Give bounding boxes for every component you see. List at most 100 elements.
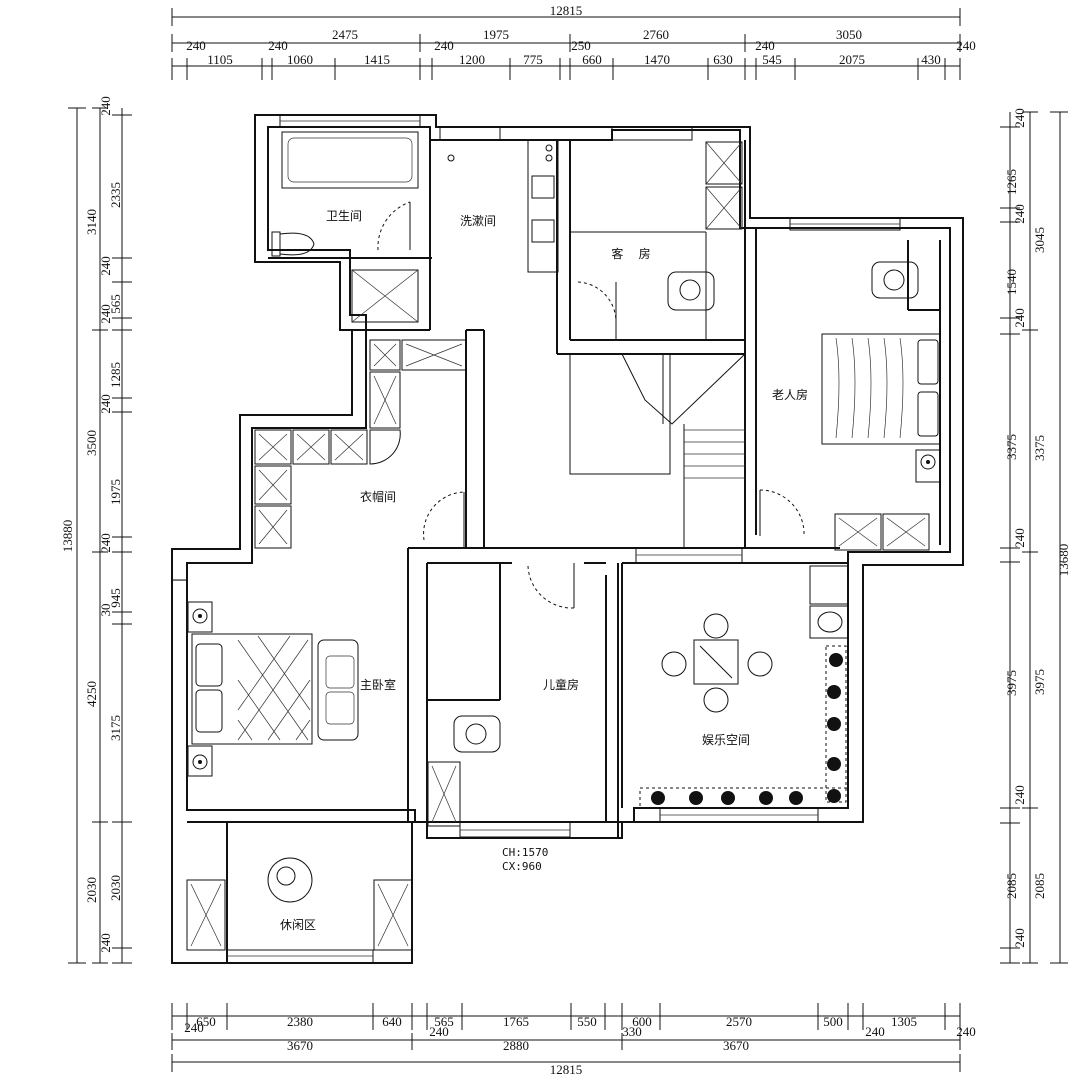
label-kids-room: 儿童房 [543,677,579,692]
cabinets [186,131,930,951]
dim-right-row2-1: 3375 [1032,435,1047,461]
dim-right-row1-5: 3375 [1004,434,1019,460]
dim-top-row3-12: 240 [755,38,775,53]
dim-top-row3-16: 240 [956,38,976,53]
dim-bottom-row1-13: 240 [429,1024,449,1039]
dim-top-row2-2: 2760 [643,27,669,42]
dim-top-row3-9: 660 [582,52,602,67]
label-elder-room: 老人房 [772,387,808,402]
doors [377,201,805,609]
dim-left-row1-1: 2335 [108,182,123,208]
bed-elder [821,333,941,445]
dim-left-row2-0: 3140 [84,209,99,235]
chair-elder [871,261,919,299]
sofa [317,639,359,741]
dim-top-row2-3: 3050 [836,27,862,42]
dim-left-row1-5: 1285 [108,362,123,388]
label-bathroom: 卫生间 [326,209,362,223]
dim-bottom-row1-5: 550 [577,1014,597,1029]
walls [171,114,964,964]
dim-bottom-row1-8: 500 [823,1014,843,1029]
dim-top-row3-14: 2075 [839,52,865,67]
dim-top-row3-6: 1200 [459,52,485,67]
dim-right-total: 13680 [1056,544,1071,577]
dim-top-row3-4: 1415 [364,52,390,67]
dim-top-row3-15: 430 [921,52,941,67]
label-guest-room: 客 房 [611,246,650,261]
dim-right-row1-8: 240 [1012,785,1027,805]
dim-right-row1-7: 3975 [1004,670,1019,696]
dim-left-row1-6: 240 [98,394,113,414]
left-dimensions: 13880 3140 3500 4250 2030 240 2335 240 5… [60,96,132,964]
dim-left-row1-13: 240 [98,933,113,953]
dim-right-row2-3: 2085 [1032,873,1047,899]
dim-top-row3-8: 250 [571,38,591,53]
dim-left-row1-2: 240 [98,256,113,276]
chair-leisure [267,857,313,903]
dim-bottom-row1-7: 2570 [726,1014,752,1029]
beds [187,333,941,777]
dim-bottom-row1-12: 330 [622,1024,642,1039]
dim-top-row2-1: 1975 [483,27,509,42]
dim-right-row2-0: 3045 [1032,227,1047,253]
cabinet-bath [351,269,419,323]
dim-top-row3-13: 545 [762,52,782,67]
dim-right-row1-10: 240 [1012,928,1027,948]
dim-left-row1-10: 30 [98,604,113,617]
bathtub [281,131,419,189]
bed-master [191,633,313,745]
plants [639,645,849,809]
label-leisure-area: 休闲区 [280,918,316,932]
dim-bottom-row1-1: 2380 [287,1014,313,1029]
dim-right-row2-2: 3975 [1032,669,1047,695]
game-table [661,613,773,713]
dim-bottom-row1-11: 240 [956,1024,976,1039]
dim-right-row1-1: 1265 [1004,169,1019,195]
dim-left-row1-8: 240 [98,533,113,553]
dim-top-row3-5: 240 [434,38,454,53]
dim-bottom-row1-3: 565 [434,1014,454,1029]
dim-left-row2-2: 4250 [84,681,99,707]
dim-left-row1-4: 240 [98,304,113,324]
chair-guest [667,271,715,311]
right-dimensions: 13680 3045 3375 3975 2085 240 1265 240 1… [1000,108,1071,964]
top-dimensions: 12815 2475 1975 2760 3050 240 1105 240 1… [171,3,976,80]
dim-bottom-row2-1: 2880 [503,1038,529,1053]
toilet [271,231,315,257]
dim-left-row1-0: 240 [98,96,113,116]
dim-top-row3-10: 1470 [644,52,670,67]
dim-left-row1-11: 3175 [108,715,123,741]
dim-bottom-row1-2: 640 [382,1014,402,1029]
room-labels: 卫生间 洗漱间 客 房 老人房 衣帽间 主卧室 儿童房 娱乐空间 休闲区 [280,209,808,932]
dim-left-row1-12: 2030 [108,875,123,901]
dim-bottom-row2-0: 3670 [287,1038,313,1053]
dim-bottom-row1-10: 1305 [891,1014,917,1029]
dim-top-row3-11: 630 [713,52,733,67]
dim-top-row2-0: 2475 [332,27,358,42]
dim-left-row2-1: 3500 [84,430,99,456]
dim-left-total: 13880 [60,520,75,553]
dim-bottom-row2-2: 3670 [723,1038,749,1053]
chair-kids [453,715,501,753]
label-master-bedroom: 主卧室 [360,677,396,692]
dim-bottom-row1-14: 240 [184,1020,204,1035]
bottom-dimensions: 650 2380 640 565 1765 550 600 2570 500 2… [171,1003,976,1077]
note-ch: CH:1570 [502,846,548,859]
note-cx: CX:960 [502,860,542,873]
dim-top-row3-7: 775 [523,52,543,67]
dim-left-row1-3: 565 [108,294,123,314]
label-entertainment: 娱乐空间 [702,733,750,747]
label-washroom: 洗漱间 [460,214,496,228]
windows [171,114,964,964]
dim-left-row1-7: 1975 [108,479,123,505]
staircase [569,353,746,548]
dim-right-row1-2: 240 [1012,204,1027,224]
dim-bottom-total: 12815 [550,1062,583,1077]
dim-right-row1-4: 240 [1012,308,1027,328]
dim-bottom-row1-9: 240 [865,1024,885,1039]
chairs [267,261,919,903]
dim-right-row1-6: 240 [1012,528,1027,548]
dim-top-row3-1: 1105 [207,52,233,67]
label-cloakroom: 衣帽间 [360,489,396,504]
